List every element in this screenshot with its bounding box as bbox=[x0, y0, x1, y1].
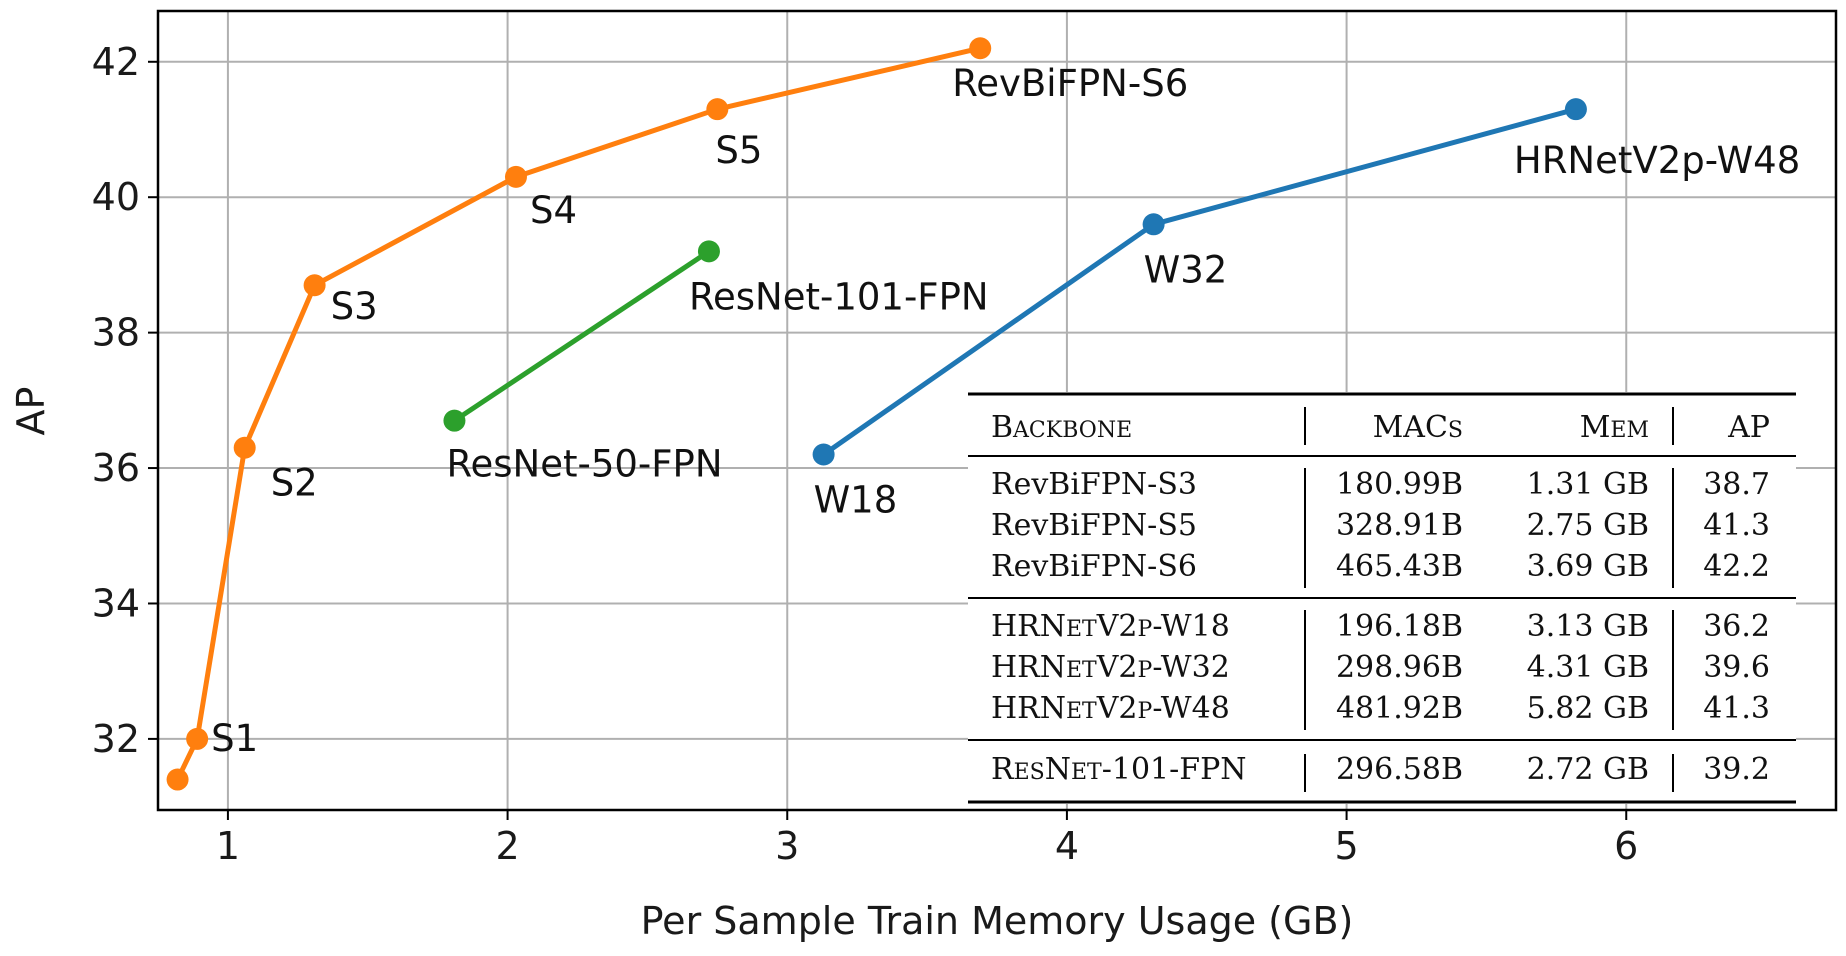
point-label: S2 bbox=[271, 462, 318, 505]
data-point bbox=[969, 37, 992, 60]
table-cell-ap: 39.6 bbox=[1703, 650, 1770, 685]
table-cell-mem: 3.69 GB bbox=[1527, 549, 1649, 584]
data-point bbox=[186, 727, 209, 750]
plot-frame bbox=[156, 9, 1838, 812]
table-cell-mem: 5.82 GB bbox=[1527, 691, 1649, 726]
table-cell-macs: 180.99B bbox=[1336, 467, 1463, 502]
table-cell-ap: 38.7 bbox=[1703, 467, 1770, 502]
point-label: ResNet-101-FPN bbox=[689, 275, 989, 318]
x-tick-label: 3 bbox=[775, 824, 799, 868]
point-label: RevBiFPN-S6 bbox=[952, 62, 1188, 105]
table-cell-backbone: RevBiFPN-S5 bbox=[991, 508, 1197, 543]
series-line bbox=[453, 249, 711, 423]
table-cell-mem: 2.75 GB bbox=[1527, 508, 1649, 543]
table-cell-backbone: RevBiFPN-S6 bbox=[991, 549, 1197, 584]
data-point bbox=[303, 274, 326, 297]
point-label: S5 bbox=[715, 129, 762, 172]
table-header-ap: AP bbox=[1727, 410, 1770, 445]
table-cell-ap: 42.2 bbox=[1703, 549, 1770, 584]
point-label: S4 bbox=[530, 189, 577, 232]
table-cell-ap: 41.3 bbox=[1703, 691, 1770, 726]
data-point bbox=[504, 165, 527, 188]
table-cell-backbone: RevBiFPN-S3 bbox=[991, 467, 1197, 502]
table-cell-backbone: HRNETV2P-W32 bbox=[991, 650, 1230, 685]
table-header-mem: MEM bbox=[1580, 410, 1649, 445]
point-label: S1 bbox=[211, 717, 258, 760]
point-labels: S1S2S3S4S5RevBiFPN-S6ResNet-50-FPNResNet… bbox=[211, 62, 1800, 760]
table-cell-ap: 41.3 bbox=[1703, 508, 1770, 543]
y-axis-title: AP bbox=[9, 387, 53, 436]
table-header-macs: MACS bbox=[1373, 410, 1463, 445]
table-cell-backbone: RESNET-101-FPN bbox=[991, 752, 1247, 787]
table-cell-mem: 3.13 GB bbox=[1527, 609, 1649, 644]
x-tick-label: 5 bbox=[1334, 824, 1358, 868]
point-label: ResNet-50-FPN bbox=[446, 443, 722, 486]
table-cell-macs: 481.92B bbox=[1336, 691, 1463, 726]
table-cell-mem: 2.72 GB bbox=[1527, 752, 1649, 787]
y-tick-label: 38 bbox=[92, 311, 140, 355]
x-tick-label: 1 bbox=[216, 824, 240, 868]
data-point bbox=[697, 240, 720, 263]
table-cell-backbone: HRNETV2P-W18 bbox=[991, 609, 1230, 644]
data-point bbox=[233, 436, 256, 459]
y-tick-label: 42 bbox=[92, 40, 140, 84]
y-tick-label: 40 bbox=[92, 175, 140, 219]
table-header-backbone: BACKBONE bbox=[991, 410, 1132, 445]
point-label: S3 bbox=[331, 285, 378, 328]
data-point bbox=[706, 98, 729, 121]
point-label: W18 bbox=[814, 479, 898, 522]
data-point bbox=[1142, 213, 1165, 236]
data-point bbox=[166, 768, 189, 791]
data-point bbox=[812, 443, 835, 466]
y-tick-label: 34 bbox=[92, 581, 140, 625]
table-cell-mem: 4.31 GB bbox=[1527, 650, 1649, 685]
y-tick-label: 36 bbox=[92, 446, 140, 490]
table-cell-macs: 298.96B bbox=[1336, 650, 1463, 685]
x-tick-label: 2 bbox=[495, 824, 519, 868]
table-cell-backbone: HRNETV2P-W48 bbox=[991, 691, 1230, 726]
x-axis-title: Per Sample Train Memory Usage (GB) bbox=[641, 899, 1354, 943]
table-cell-macs: 328.91B bbox=[1336, 508, 1463, 543]
point-label: HRNetV2p-W48 bbox=[1514, 139, 1800, 182]
y-tick-label: 32 bbox=[92, 717, 140, 761]
data-point bbox=[443, 409, 466, 432]
table-cell-mem: 1.31 GB bbox=[1527, 467, 1649, 502]
table-cell-ap: 39.2 bbox=[1703, 752, 1770, 787]
table-cell-macs: 465.43B bbox=[1336, 549, 1463, 584]
data-point bbox=[1564, 98, 1587, 121]
table-cell-ap: 36.2 bbox=[1703, 609, 1770, 644]
x-tick-label: 6 bbox=[1614, 824, 1638, 868]
point-label: W32 bbox=[1144, 248, 1228, 291]
table-cell-macs: 296.58B bbox=[1336, 752, 1463, 787]
table-cell-macs: 196.18B bbox=[1336, 609, 1463, 644]
summary-table: BACKBONE MACS MEM AP RevBiFPN-S3 180.99B 1.31 … bbox=[968, 392, 1796, 804]
series-layer bbox=[166, 37, 1587, 791]
x-tick-label: 4 bbox=[1055, 824, 1079, 868]
